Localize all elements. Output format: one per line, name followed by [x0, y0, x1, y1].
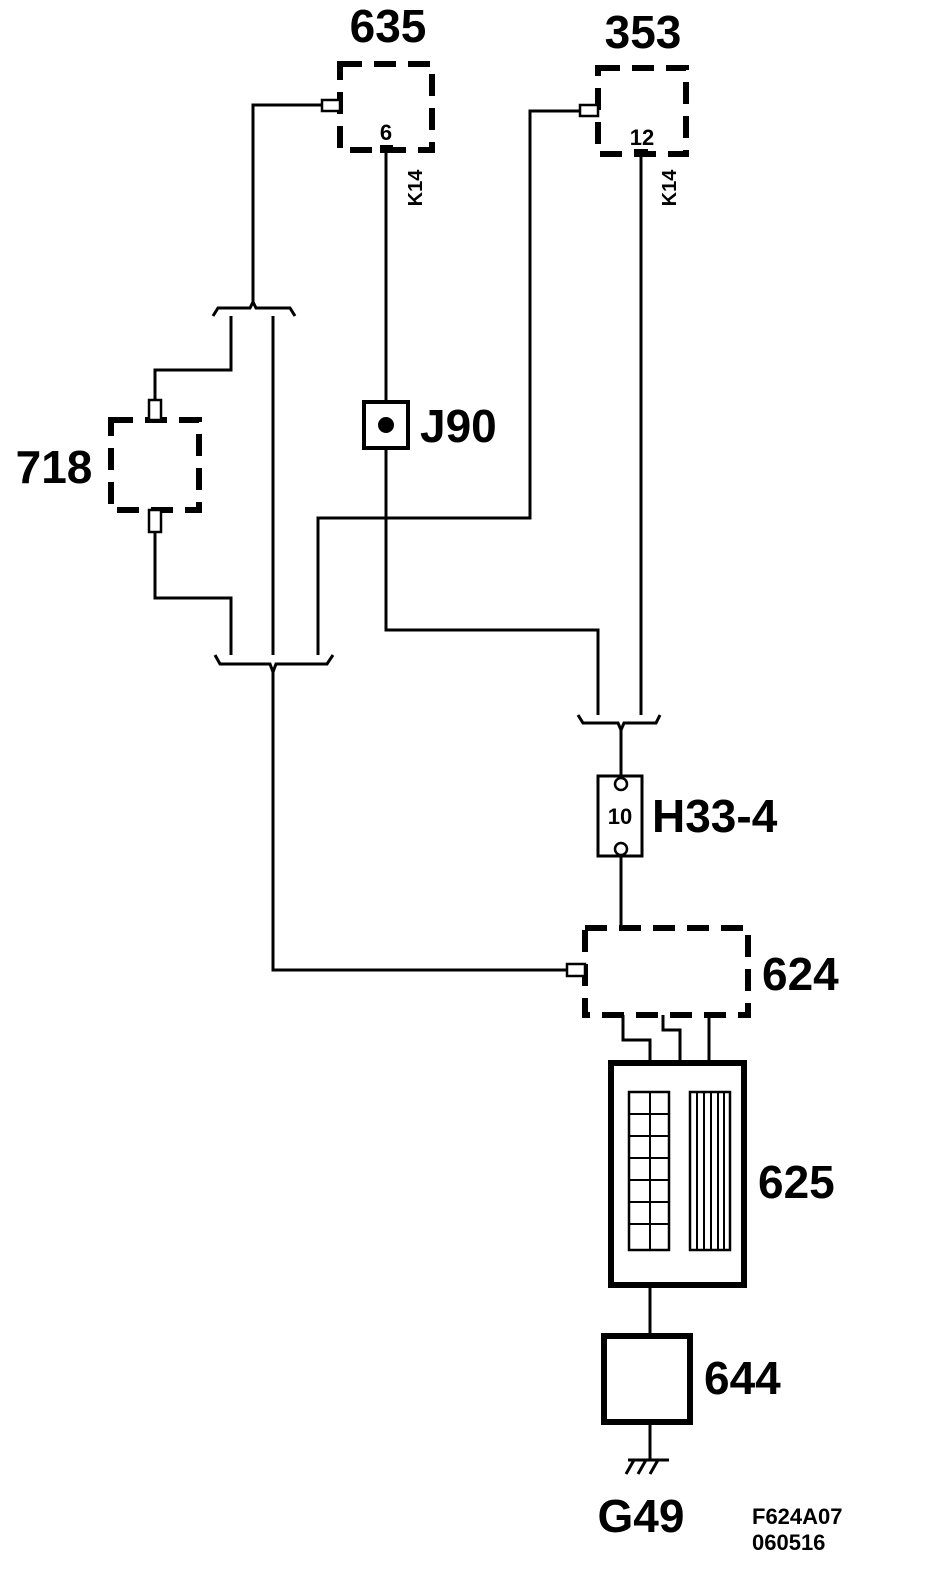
wire-644-to-ground [631, 1422, 652, 1462]
component-635: 635 6 K14 [320, 0, 435, 207]
component-718-label: 718 [16, 441, 93, 493]
splices [211, 298, 662, 734]
component-635-terminal [320, 98, 342, 113]
ground-icon [624, 1458, 669, 1475]
component-635-label: 635 [350, 0, 427, 52]
h33-4-top-terminal [613, 776, 629, 792]
component-718: 718 [16, 398, 202, 534]
component-j90: J90 [362, 400, 497, 452]
j90-dot [378, 417, 394, 433]
component-624-terminal [565, 962, 587, 978]
component-625-plate-hatch [696, 1092, 725, 1250]
wire-718-to-splice [153, 532, 233, 655]
component-353-connector-label: K14 [659, 169, 681, 207]
component-644-box [601, 1333, 693, 1425]
component-j90-label: J90 [420, 400, 497, 452]
component-h33-4: 10 H33-4 [596, 774, 778, 858]
h33-4-bottom-terminal [613, 841, 629, 857]
splice-right [576, 714, 662, 734]
component-644-label: 644 [704, 1352, 781, 1404]
component-353-terminal [578, 103, 600, 118]
component-635-connector-label: K14 [405, 169, 427, 207]
reference-block: F624A07 060516 [752, 1504, 843, 1555]
component-353-pin-label: 12 [630, 125, 654, 150]
component-718-box [108, 417, 202, 513]
component-625-label: 625 [758, 1156, 835, 1208]
wire-353-to-splice [316, 109, 580, 655]
splice-lower-left [213, 654, 335, 677]
ground-g49: G49 [598, 1458, 685, 1542]
wire-trunk-to-624 [271, 672, 567, 972]
component-635-pin-bar [380, 145, 393, 153]
component-353-label: 353 [605, 6, 682, 58]
component-353-pin-bar [634, 149, 648, 157]
component-624-box [582, 925, 751, 1018]
wire-635-to-splice [251, 103, 322, 302]
component-625-ladder-rungs [629, 1092, 669, 1250]
component-h33-4-label: H33-4 [652, 790, 778, 842]
component-625: 625 [608, 1060, 835, 1288]
reference-date: 060516 [752, 1530, 825, 1555]
wire-splice-to-718-top [153, 316, 233, 400]
component-624-label: 624 [762, 948, 839, 1000]
wire-j90-to-splice [384, 448, 600, 715]
reference-code: F624A07 [752, 1504, 843, 1529]
splice-upper-left [211, 298, 297, 317]
component-353: 353 12 K14 [578, 6, 689, 207]
h33-4-pin-label: 10 [608, 804, 632, 829]
ground-g49-label: G49 [598, 1490, 685, 1542]
component-635-pin-label: 6 [380, 120, 392, 145]
component-718-top-terminal [147, 398, 163, 422]
component-635-box [337, 61, 435, 153]
component-644: 644 [601, 1333, 781, 1425]
component-624: 624 [565, 925, 839, 1018]
component-718-bottom-terminal [147, 508, 163, 534]
